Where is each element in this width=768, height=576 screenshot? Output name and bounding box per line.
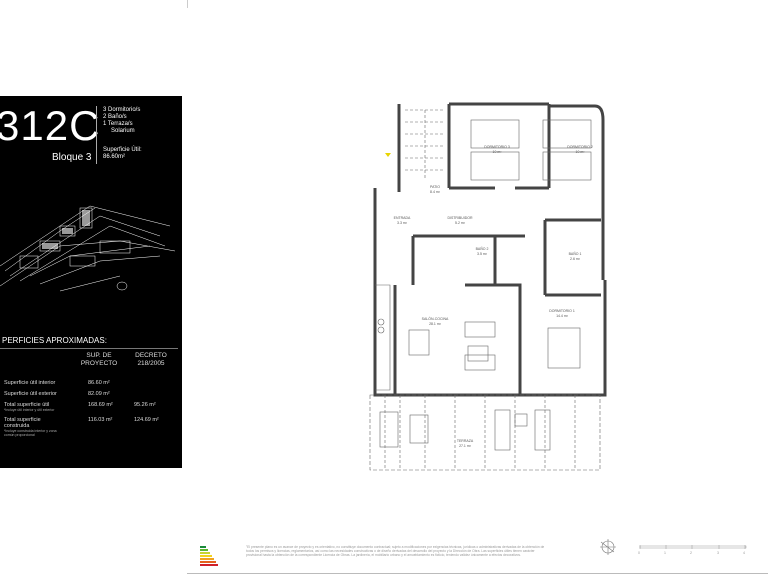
divider xyxy=(96,106,97,164)
room-area: 5.2 m² xyxy=(455,221,466,225)
table-row-label: Superficie útil exterior xyxy=(4,391,57,397)
scale-label: 0 xyxy=(638,551,640,555)
room-area: 8.4 m² xyxy=(430,190,441,194)
room-area: 27.1 m² xyxy=(459,444,472,448)
divider xyxy=(187,573,768,574)
table-cell: 95.26 m² xyxy=(134,402,156,408)
site-plan-drawing xyxy=(0,205,176,292)
room-name: PATIO xyxy=(430,185,440,189)
feature: 1 Terraza/s xyxy=(103,121,133,127)
room-area: 14.4 m² xyxy=(556,314,569,318)
room-name: DISTRIBUIDOR xyxy=(447,216,473,220)
table-row-label: Total superficie útil*Incluye útil inter… xyxy=(4,402,55,412)
room-name: TERRAZA xyxy=(457,439,474,443)
surfaces-title: PERFICIES APROXIMADAS: xyxy=(2,336,107,345)
scale-label: 2 xyxy=(690,551,692,555)
disclaimer-text: "El presente plano es un avance de proye… xyxy=(246,545,545,558)
room-area: 3.5 m² xyxy=(477,252,488,256)
unit-info-panel: 312C Bloque 3 3 Dormitorio/s 2 Baño/s 1 … xyxy=(0,96,182,468)
room-area: 3.3 m² xyxy=(397,221,408,225)
table-cell: 168.69 m² xyxy=(88,402,113,408)
room-name: ENTRADA xyxy=(394,216,411,220)
table-row-label: Total superficie construida*Incluye cons… xyxy=(4,417,57,437)
room-name: DORMITORIO 2 xyxy=(567,145,593,149)
room-name: DORMITORIO 1 xyxy=(549,309,575,313)
feature: 3 Dormitorio/s xyxy=(103,107,141,113)
room-name: SALÓN-COCINA xyxy=(422,316,449,321)
table-cell: 86.60 m² xyxy=(88,380,110,386)
scale-bar xyxy=(639,545,747,549)
divider xyxy=(187,0,188,8)
room-name: DORMITORIO 3 xyxy=(484,145,510,149)
room-area: 10 m² xyxy=(493,150,503,154)
room-name: BAÑO 2 xyxy=(476,246,489,251)
divider xyxy=(0,348,178,349)
unit-code: 312C xyxy=(0,102,101,149)
room-area: 2.6 m² xyxy=(570,257,581,261)
feature: 2 Baño/s xyxy=(103,114,127,120)
energy-rating-icon xyxy=(200,546,218,566)
block-label: Bloque 3 xyxy=(52,152,92,163)
floor-plan: DORMITORIO 3 10 m² DORMITORIO 2 10 m² PA… xyxy=(369,102,607,471)
scale-label: 3 xyxy=(717,551,719,555)
entrance-marker-icon xyxy=(385,153,391,157)
feature: Solarium xyxy=(111,128,135,134)
table-cell: 116.03 m² xyxy=(88,417,113,423)
room-area: 10 m² xyxy=(576,150,586,154)
scale-label: 1 xyxy=(664,551,666,555)
room-name: BAÑO 1 xyxy=(569,251,582,256)
useful-surface-label: Superficie Útil: xyxy=(103,147,142,153)
north-compass-icon xyxy=(600,539,616,555)
table-row-label: Superficie útil interior xyxy=(4,380,56,386)
useful-surface: Superficie Útil: 86.60m² xyxy=(103,147,142,161)
scale-label: 4 xyxy=(743,551,745,555)
features-list: 3 Dormitorio/s 2 Baño/s 1 Terraza/s Sola… xyxy=(103,107,140,135)
room-area: 28.1 m² xyxy=(429,322,442,326)
table-cell: 82.09 m² xyxy=(88,391,110,397)
useful-surface-value: 86.60m² xyxy=(103,154,126,160)
table-cell: 124.69 m² xyxy=(134,417,159,423)
